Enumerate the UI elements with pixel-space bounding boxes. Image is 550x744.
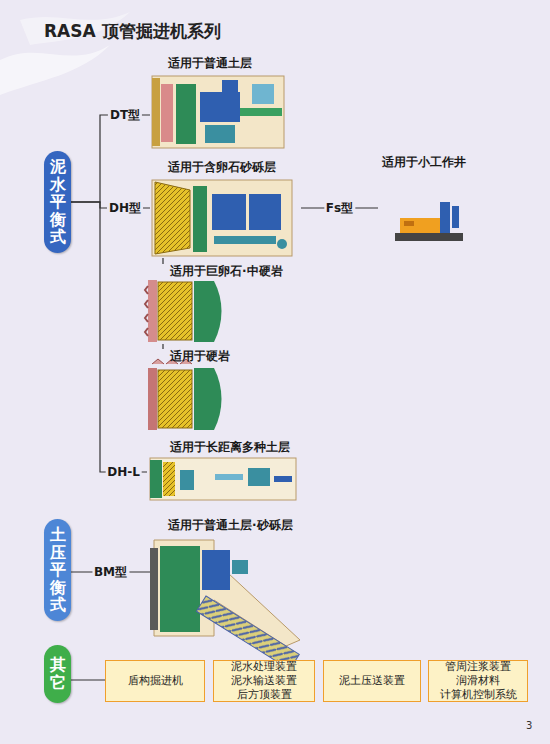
category-band: 其它 xyxy=(44,645,71,703)
equipment-box: 泥水处理装置 泥水输送装置 后方顶装置 xyxy=(213,660,315,702)
dh-l-machine xyxy=(150,458,296,500)
fs-machine xyxy=(395,202,463,241)
dh-l-machine xyxy=(274,476,292,482)
node-text: 适用于小工作井 xyxy=(382,155,509,170)
page-title: RASA 顶管掘进机系列 xyxy=(44,20,221,43)
node-text: 管周注浆装置 润滑材料 计算机控制系统 xyxy=(435,660,521,703)
background-wisp xyxy=(0,45,110,95)
dh-machine xyxy=(249,194,281,230)
dh-l-machine xyxy=(248,468,270,486)
page-number: 3 xyxy=(526,720,532,731)
node-text: 适用于硬岩 xyxy=(170,349,303,364)
dh-l-machine xyxy=(150,458,296,500)
dt-machine xyxy=(222,80,238,94)
rock-machine xyxy=(145,286,148,336)
bm-machine xyxy=(150,548,158,630)
dh-l-machine xyxy=(163,462,175,496)
dh-machine xyxy=(193,186,207,252)
fs-machine xyxy=(440,202,450,233)
bm-machine xyxy=(232,560,248,574)
machine-figure: 适用于含卵石砂砾层 xyxy=(150,160,301,258)
dt-machine xyxy=(252,84,274,104)
dt-machine xyxy=(240,108,282,116)
rock-machine xyxy=(194,281,222,342)
tree-connector xyxy=(71,202,147,472)
node-text: 适用于普通土层 xyxy=(168,56,296,71)
machine-figure: 适用于普通土层 xyxy=(150,56,296,152)
type-label: DH-L xyxy=(105,465,142,479)
tree-connector xyxy=(162,258,163,264)
rock-machine xyxy=(145,280,222,342)
machine-figure: 适用于巨卵石·中硬岩 xyxy=(147,264,303,344)
type-label: Fs型 xyxy=(324,201,355,215)
hard-rock-machine xyxy=(148,359,222,430)
node-text: 其它 xyxy=(50,656,66,691)
dh-l-machine xyxy=(150,460,162,498)
dh-l-machine xyxy=(215,474,243,480)
hard-rock-machine xyxy=(158,370,192,428)
tree-connector xyxy=(71,115,150,202)
machine-figure: 适用于硬岩 xyxy=(147,349,303,435)
dt-machine xyxy=(161,84,173,142)
dh-machine xyxy=(152,180,292,256)
type-label: BM型 xyxy=(92,565,129,579)
dh-machine xyxy=(152,180,292,256)
node-text: 土压平衡式 xyxy=(50,526,66,614)
machine-figure: 适用于长距离多种土层 xyxy=(147,440,308,503)
equipment-box: 盾构掘进机 xyxy=(105,660,205,702)
fs-machine xyxy=(395,233,463,241)
category-band: 土压平衡式 xyxy=(44,519,71,621)
dt-machine xyxy=(200,92,240,122)
dt-machine xyxy=(152,76,284,148)
bm-machine xyxy=(196,596,299,670)
rock-machine xyxy=(158,282,192,340)
rock-machine xyxy=(148,280,157,342)
dh-machine xyxy=(214,236,276,244)
node-text: 适用于长距离多种土层 xyxy=(170,440,308,455)
dt-machine xyxy=(152,76,284,148)
type-label: DT型 xyxy=(108,108,142,122)
node-text: 泥土压送装置 xyxy=(339,674,405,688)
machine-figure: 适用于普通土层·砂砾层 xyxy=(150,518,311,648)
bm-machine xyxy=(160,546,200,632)
type-label: DH型 xyxy=(107,201,143,215)
tree-connector xyxy=(71,679,105,680)
dt-machine xyxy=(152,78,160,146)
fs-machine xyxy=(400,218,444,233)
node-text: 适用于含卵石砂砾层 xyxy=(168,160,301,175)
hard-rock-machine xyxy=(194,368,222,430)
dt-machine xyxy=(205,125,235,143)
tree-connector xyxy=(162,344,163,349)
node-text: 适用于巨卵石·中硬岩 xyxy=(170,264,303,279)
node-text: 泥水处理装置 泥水输送装置 后方顶装置 xyxy=(220,660,308,703)
fs-machine xyxy=(452,206,459,228)
equipment-box: 泥土压送装置 xyxy=(323,660,421,702)
bm-machine xyxy=(202,550,230,590)
machine-figure: 适用于小工作井 xyxy=(378,155,509,250)
bm-machine xyxy=(196,596,299,670)
dh-machine xyxy=(155,182,190,254)
hard-rock-machine xyxy=(148,368,157,430)
dh-machine xyxy=(212,194,246,230)
dh-l-machine xyxy=(180,470,194,490)
dt-machine xyxy=(176,84,196,144)
category-band: 泥水平衡式 xyxy=(44,151,71,253)
bm-machine xyxy=(150,540,300,670)
dh-machine xyxy=(277,239,287,249)
node-text: 泥水平衡式 xyxy=(50,158,66,246)
fs-machine xyxy=(404,221,414,226)
node-text: 适用于普通土层·砂砾层 xyxy=(168,518,311,533)
equipment-box: 管周注浆装置 润滑材料 计算机控制系统 xyxy=(428,660,528,702)
node-text: 盾构掘进机 xyxy=(128,674,183,688)
